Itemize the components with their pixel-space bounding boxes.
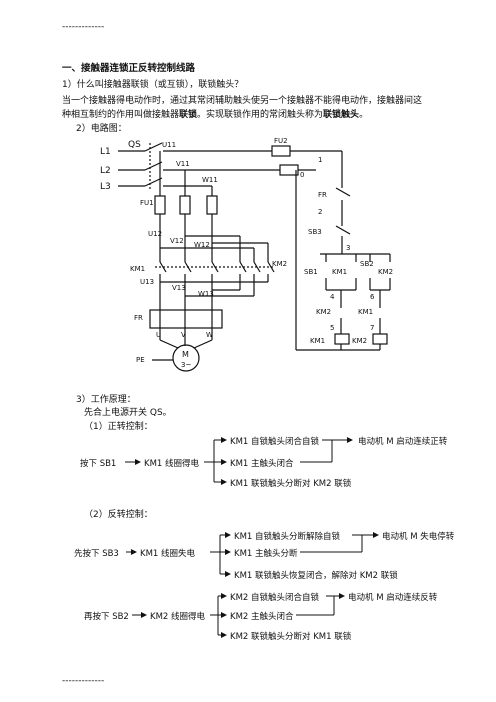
label-L2: L2 — [100, 166, 111, 176]
label-FU1: FU1 — [140, 199, 154, 207]
reverse-title: （2）反转控制： — [84, 510, 153, 520]
footer-rule: ------------- — [62, 676, 105, 686]
label-U13: U13 — [140, 278, 154, 286]
label-SB3: SB3 — [308, 228, 322, 236]
label-V12: V12 — [170, 237, 184, 245]
label-KM2-contact: KM2 — [378, 268, 393, 276]
label-KM1-main: KM1 — [130, 265, 145, 273]
forward-title: （1）正转控制： — [84, 422, 153, 432]
label-QS: QS — [128, 140, 141, 150]
label-KM2-main: KM2 — [272, 260, 287, 268]
label-KM2-interlock: KM2 — [316, 308, 331, 316]
para-bold-term: 联锁触头 — [323, 110, 360, 120]
reverse1-branch-2: KM1 主触头分断 — [234, 549, 298, 559]
reverse1-result: 电动机 M 失电停转 — [382, 532, 455, 542]
label-motor-phase: 3~ — [181, 361, 191, 369]
forward-branch-3: KM1 联锁触头分断对 KM2 联锁 — [230, 479, 352, 489]
label-U12: U12 — [148, 230, 162, 238]
label-L1: L1 — [100, 147, 111, 157]
label-V: V — [181, 331, 186, 339]
label-node-7: 7 — [370, 324, 374, 332]
label-FU2: FU2 — [274, 137, 288, 145]
forward-start: 按下 SB1 — [80, 459, 117, 469]
header-rule: ------------- — [62, 22, 105, 32]
question-2: 2）电路图： — [76, 124, 127, 134]
label-W11: W11 — [202, 176, 218, 184]
label-node-4: 4 — [330, 293, 335, 301]
forward-result: 电动机 M 启动连续正转 — [358, 437, 448, 447]
forward-mid: KM1 线圈得电 — [144, 459, 200, 469]
label-FR-ctrl: FR — [318, 191, 327, 199]
reverse1-branch-1: KM1 自锁触头分断解除自锁 — [234, 532, 341, 542]
label-PE: PE — [136, 356, 145, 364]
reverse2-result: 电动机 M 启动连续反转 — [348, 593, 438, 603]
label-motor-M: M — [182, 350, 189, 359]
label-V13: V13 — [172, 284, 186, 292]
label-SB2: SB2 — [360, 260, 374, 268]
reverse2-branch-2: KM2 主触头闭合 — [230, 612, 294, 622]
question-3: 3）工作原理： — [76, 395, 136, 405]
step-0: 先合上电源开关 QS。 — [84, 408, 172, 418]
label-KM2-coil: KM2 — [352, 337, 367, 345]
para-text: 。实现联锁作用的常闭触头称为 — [197, 110, 324, 120]
label-V11: V11 — [176, 160, 190, 168]
label-node-5: 5 — [330, 324, 334, 332]
para-text: 种相互制约的作用叫做接触器 — [62, 110, 180, 120]
label-node-0: 0 — [300, 171, 304, 179]
reverse2-mid: KM2 线圈得电 — [150, 612, 206, 622]
paragraph-line-2: 种相互制约的作用叫做接触器联锁。实现联锁作用的常闭触头称为联锁触头。 — [62, 108, 368, 123]
label-FR-main: FR — [134, 314, 143, 322]
label-SB1: SB1 — [304, 268, 318, 276]
reverse2-branch-1: KM2 自锁触头闭合自锁 — [230, 593, 320, 603]
label-U: U — [156, 331, 161, 339]
label-KM1-coil: KM1 — [310, 337, 325, 345]
label-node-1: 1 — [318, 156, 322, 164]
label-U11: U11 — [162, 141, 176, 149]
label-W12: W12 — [194, 241, 210, 249]
paragraph-line-1: 当一个接触器得电动作时，通过其常闭辅助触头使另一个接触器不能得电动作，接触器间这 — [62, 96, 423, 106]
label-KM1-contact: KM1 — [332, 268, 347, 276]
forward-branch-1: KM1 自锁触头闭合自锁 — [230, 437, 320, 447]
forward-branch-2: KM1 主触头闭合 — [230, 459, 294, 469]
question-1: 1）什么叫接触器联锁（或互锁），联锁触头？ — [62, 80, 244, 90]
reverse2-start: 再按下 SB2 — [84, 612, 129, 622]
label-node-3: 3 — [346, 244, 350, 252]
section-title: 一、接触器连锁正反转控制线路 — [62, 63, 196, 74]
label-KM1-interlock: KM1 — [358, 308, 373, 316]
para-text: 。 — [359, 110, 369, 120]
reverse1-branch-3: KM1 联锁触头恢复闭合，解除对 KM2 联锁 — [234, 571, 398, 581]
para-bold-term: 联锁 — [179, 110, 198, 120]
reverse2-branch-3: KM2 联锁触头分断对 KM1 联锁 — [230, 632, 352, 642]
label-W13: W13 — [198, 290, 214, 298]
label-node-6: 6 — [370, 293, 375, 301]
label-node-2: 2 — [318, 208, 322, 216]
label-W: W — [206, 331, 213, 339]
label-L3: L3 — [100, 182, 111, 192]
reverse1-start: 先按下 SB3 — [74, 549, 119, 559]
reverse1-mid: KM1 线圈失电 — [140, 549, 196, 559]
